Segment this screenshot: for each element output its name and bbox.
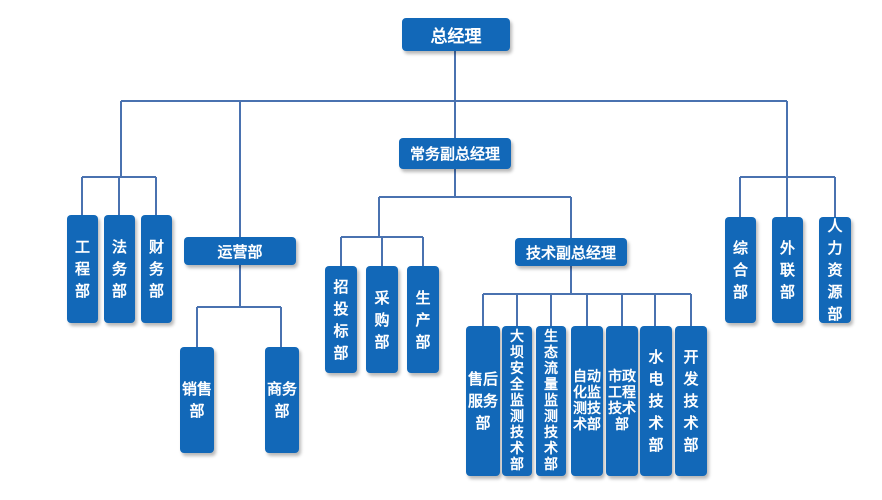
deputy-general-manager-node: 常务副总经理 (399, 138, 511, 169)
ceo-node: 总经理 (402, 18, 510, 51)
human-resources-dept-node: 人力资源部 (819, 217, 851, 323)
after-sales-dept-node: 售后服务部 (466, 326, 500, 476)
production-dept-node: 生产部 (407, 266, 439, 373)
general-affairs-dept-node: 综合部 (725, 217, 756, 323)
municipal-engineering-dept-node: 市政工程技术部 (606, 326, 638, 476)
operations-dept-node: 运营部 (184, 237, 296, 265)
development-dept-node: 开发技术部 (675, 326, 707, 476)
business-dept-node: 商务部 (265, 347, 299, 453)
dam-safety-monitoring-dept-node: 大坝安全监测技术部 (502, 326, 532, 476)
automation-monitoring-dept-node: 自动化监测技术部 (571, 326, 603, 476)
engineering-dept-node: 工程部 (67, 215, 98, 323)
tech-deputy-manager-node: 技术副总经理 (515, 238, 627, 266)
procurement-dept-node: 采购部 (366, 266, 398, 373)
eco-flow-monitoring-dept-node: 生态流量监测技术部 (536, 326, 566, 476)
sales-dept-node: 销售部 (180, 347, 214, 453)
bidding-dept-node: 招投标部 (325, 266, 357, 373)
finance-dept-node: 财务部 (141, 215, 172, 323)
external-relations-dept-node: 外联部 (772, 217, 803, 323)
hydropower-dept-node: 水电技术部 (640, 326, 672, 476)
legal-dept-node: 法务部 (104, 215, 135, 323)
